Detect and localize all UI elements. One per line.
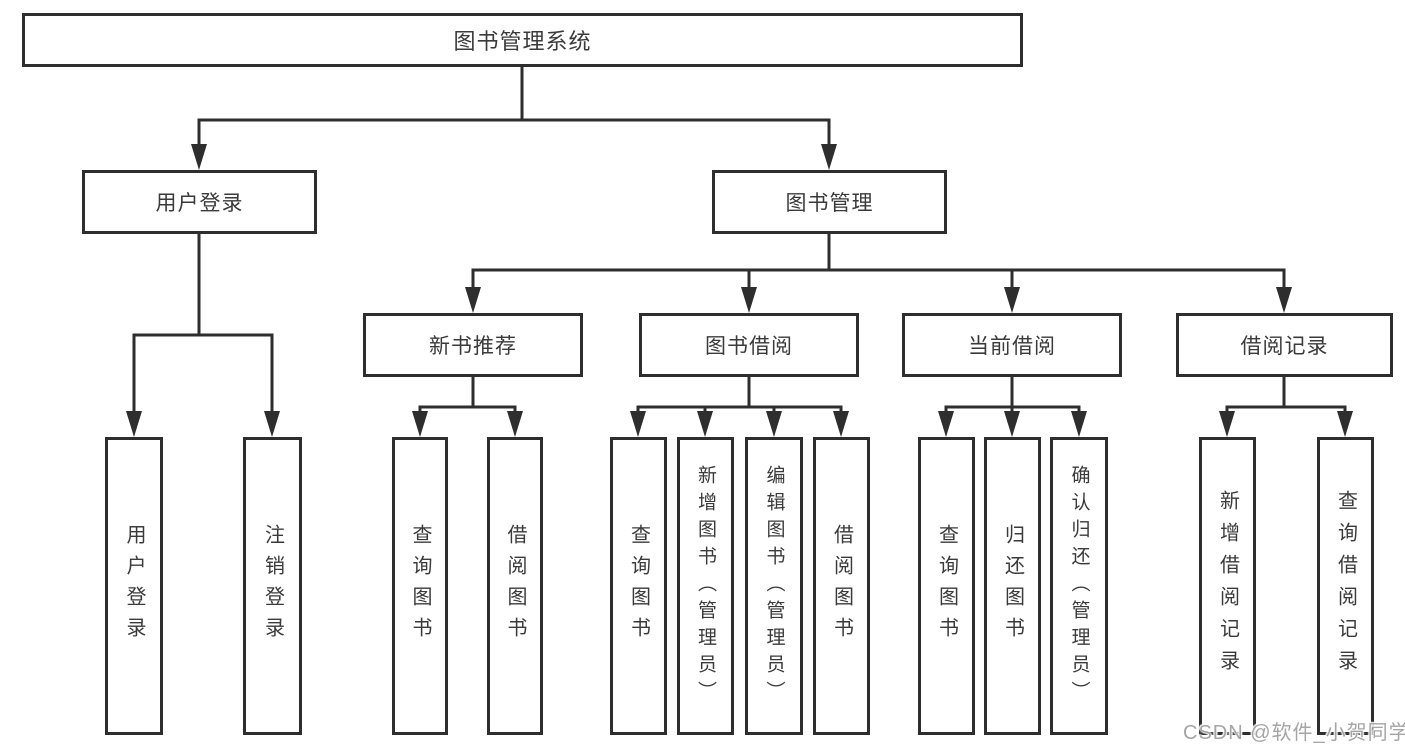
- leaf-label: 借阅图书: [504, 524, 526, 648]
- node-current-borrowing: 当前借阅: [902, 313, 1122, 377]
- leaf-bb-edit-book-admin: 编辑图书（管理员）: [745, 437, 803, 735]
- leaf-label: 用户登录: [123, 524, 145, 648]
- node-label: 新书推荐: [429, 335, 517, 358]
- leaf-label: 新增借阅记录: [1216, 490, 1239, 682]
- node-label: 图书管理: [785, 192, 874, 215]
- edges-bookborrow-to-leaves: [630, 377, 849, 437]
- leaf-bb-borrow-book: 借阅图书: [813, 437, 870, 735]
- leaf-cb-confirm-return-admin: 确认归还（管理员）: [1050, 437, 1108, 735]
- leaf-cb-query-book: 查询图书: [918, 437, 975, 735]
- node-label: 当前借阅: [968, 335, 1056, 358]
- node-book-management: 图书管理: [712, 170, 947, 234]
- leaf-label: 注销登录: [261, 524, 284, 648]
- leaf-user-login: 用户登录: [105, 437, 163, 735]
- leaf-label: 查询图书: [409, 524, 431, 648]
- edges-root-to-level2: [191, 67, 837, 170]
- leaf-label: 查询图书: [627, 524, 650, 648]
- edges-borrowrecords-to-leaves: [1219, 377, 1353, 437]
- node-borrowing-records: 借阅记录: [1176, 313, 1393, 377]
- node-label: 用户登录: [155, 192, 244, 215]
- edges-userlogin-to-leaves: [126, 234, 280, 437]
- node-new-book-recommendation: 新书推荐: [363, 313, 583, 377]
- leaf-label: 编辑图书（管理员）: [763, 464, 785, 708]
- edges-bookmgmt-to-level3: [465, 234, 1292, 313]
- leaf-br-add-record: 新增借阅记录: [1199, 437, 1256, 735]
- csdn-watermark: CSDN @软件_小贺同学: [1183, 722, 1405, 744]
- leaf-label: 新增图书（管理员）: [695, 464, 716, 708]
- leaf-rec-query-book: 查询图书: [392, 437, 448, 735]
- leaf-cb-return-book: 归还图书: [984, 437, 1041, 735]
- leaf-bb-query-book: 查询图书: [610, 437, 667, 735]
- leaf-bb-add-book-admin: 新增图书（管理员）: [677, 437, 734, 735]
- node-label: 借阅记录: [1240, 335, 1329, 358]
- leaf-logout: 注销登录: [243, 437, 302, 735]
- node-library-management-system: 图书管理系统: [22, 13, 1023, 67]
- edges-currentborrow-to-leaves: [938, 377, 1087, 437]
- leaf-label: 查询图书: [935, 524, 958, 648]
- node-user-login: 用户登录: [82, 170, 317, 234]
- leaf-br-query-record: 查询借阅记录: [1317, 437, 1374, 735]
- node-label: 图书借阅: [705, 335, 793, 358]
- node-label: 图书管理系统: [453, 29, 592, 54]
- leaf-rec-borrow-book: 借阅图书: [487, 437, 543, 735]
- leaf-label: 查询借阅记录: [1334, 490, 1357, 682]
- edges-newbookrec-to-leaves: [412, 377, 523, 437]
- leaf-label: 借阅图书: [830, 524, 853, 648]
- leaf-label: 归还图书: [1001, 524, 1024, 648]
- leaf-label: 确认归还（管理员）: [1068, 464, 1090, 708]
- node-book-borrowing: 图书借阅: [639, 313, 859, 377]
